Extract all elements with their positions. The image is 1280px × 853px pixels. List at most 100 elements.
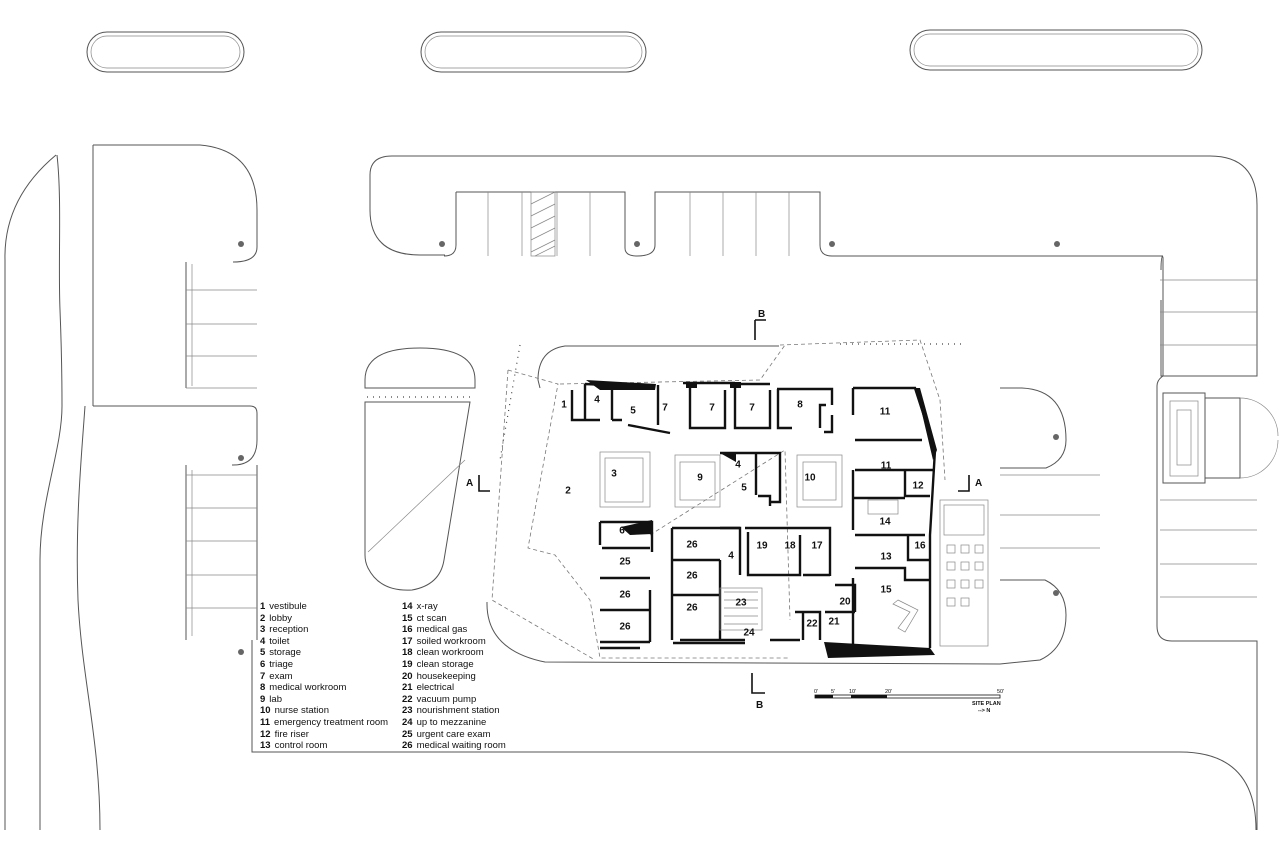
legend-number: 18	[402, 647, 413, 659]
legend-label: lab	[269, 693, 282, 705]
legend-label: fire riser	[274, 728, 309, 740]
legend-label: lobby	[269, 612, 293, 624]
scale-tick-5: 5'	[831, 689, 835, 695]
legend-label: soiled workroom	[416, 635, 486, 647]
entry-canopy	[1162, 392, 1279, 484]
legend-number: 3	[260, 624, 266, 636]
legend-number: 14	[402, 601, 413, 612]
room-number-label: 9	[697, 473, 703, 484]
section-b-top: B	[758, 309, 765, 320]
legend-label: vacuum pump	[416, 693, 477, 705]
parking-islands	[86, 29, 1203, 73]
legend-number: 13	[260, 740, 271, 752]
legend-number: 2	[260, 612, 266, 624]
room-number-label: 1	[561, 400, 567, 411]
room-number-label: 25	[619, 557, 631, 568]
room-number-label: 6	[619, 526, 625, 537]
room-number-label: 15	[880, 585, 892, 596]
legend-label: up to mezzanine	[416, 716, 487, 728]
light-poles	[238, 241, 1060, 655]
room-number-label: 19	[756, 541, 768, 552]
scale-tick-10: 10'	[849, 689, 856, 695]
legend-label: x-ray	[416, 601, 438, 612]
legend-label: nourishment station	[416, 705, 500, 717]
room-number-label: 4	[594, 395, 600, 406]
room-number-label: 7	[709, 403, 715, 414]
poche-walls	[586, 380, 937, 658]
legend-label: emergency treatment room	[274, 716, 389, 728]
legend-label: storage	[269, 647, 301, 659]
room-number-label: 4	[728, 551, 734, 562]
room-number-label: 4	[735, 460, 741, 471]
legend-number: 15	[402, 612, 413, 624]
legend-number: 23	[402, 705, 413, 717]
legend-label: medical gas	[416, 624, 468, 636]
legend-number: 26	[402, 740, 413, 752]
legend-label: triage	[269, 658, 294, 670]
room-number-label: 26	[619, 590, 631, 601]
legend-number: 1	[260, 601, 266, 612]
scale-bar: 0' 5' 10' 20' 50' SITE PLAN --> N	[814, 689, 1004, 714]
legend-number: 7	[260, 670, 266, 682]
room-number-label: 26	[686, 603, 698, 614]
legend-label: medical waiting room	[416, 740, 506, 752]
left-road	[4, 144, 1257, 831]
legend-label: reception	[269, 624, 309, 636]
legend-label: ct scan	[416, 612, 447, 624]
legend-number: 20	[402, 670, 413, 682]
legend-label: electrical	[416, 682, 455, 694]
legend-number: 4	[260, 635, 266, 647]
room-number-label: 26	[686, 571, 698, 582]
building-drive	[486, 345, 1100, 665]
legend-number: 11	[260, 716, 271, 728]
legend-number: 10	[260, 705, 271, 717]
interior-fixtures	[599, 451, 989, 647]
legend-number: 9	[260, 693, 266, 705]
north-arrow: --> N	[978, 708, 990, 714]
legend-label: nurse station	[274, 705, 329, 717]
legend-number: 12	[260, 728, 271, 740]
room-number-label: 11	[880, 407, 891, 418]
room-number-label: 13	[880, 552, 892, 563]
room-number-label: 2	[565, 486, 571, 497]
room-number-label: 16	[914, 541, 926, 552]
room-number-label: 3	[611, 469, 617, 480]
legend-number: 21	[402, 682, 413, 694]
legend-label: vestibule	[269, 601, 307, 612]
scale-tick-0: 0'	[814, 689, 818, 695]
room-number-label: 23	[735, 598, 747, 609]
legend-number: 24	[402, 716, 413, 728]
room-number-label: 10	[804, 473, 816, 484]
building-walls	[570, 381, 937, 650]
legend-label: toilet	[269, 635, 290, 647]
legend-label: control room	[274, 740, 328, 752]
room-number-label: 26	[686, 540, 698, 551]
room-number-label: 26	[619, 622, 631, 633]
room-number-label: 8	[797, 400, 803, 411]
legend-number: 19	[402, 658, 413, 670]
legend-number: 25	[402, 728, 413, 740]
